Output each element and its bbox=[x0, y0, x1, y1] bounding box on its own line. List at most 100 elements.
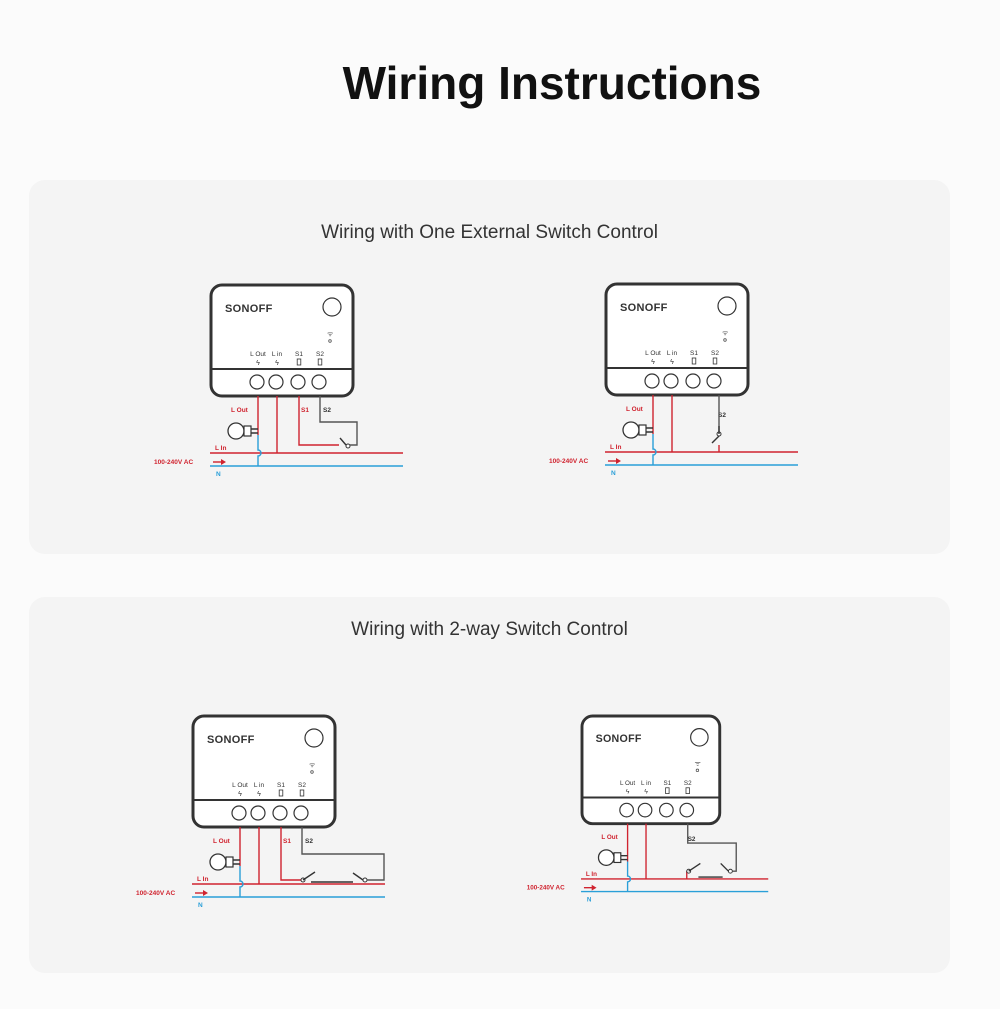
neutral-label: N bbox=[611, 470, 616, 477]
switch-terminal-icon bbox=[665, 787, 670, 794]
l-out-label: L Out bbox=[626, 406, 644, 413]
lightning-icon: ϟ bbox=[238, 791, 242, 798]
s2-label: S2 bbox=[305, 838, 313, 845]
terminal-screw bbox=[268, 374, 284, 390]
terminal-screw bbox=[250, 805, 266, 821]
terminal-label: L Out bbox=[232, 782, 248, 789]
terminal-label: S2 bbox=[711, 350, 719, 357]
lightning-icon: ϟ bbox=[256, 360, 260, 367]
switch-terminal-icon bbox=[317, 358, 323, 366]
bulb-socket bbox=[638, 424, 647, 436]
terminal-label: L Out bbox=[250, 351, 266, 358]
switch-contact bbox=[345, 443, 351, 449]
switch-blade bbox=[711, 435, 720, 444]
arrow-icon bbox=[616, 458, 621, 464]
section-heading: Wiring with 2-way Switch Control bbox=[351, 619, 628, 640]
neutral-wire bbox=[257, 435, 262, 466]
s1-wire bbox=[280, 827, 301, 881]
s1-wire bbox=[298, 396, 339, 446]
neutral-wire bbox=[239, 866, 244, 897]
switch-blade bbox=[302, 871, 316, 881]
led-indicator bbox=[723, 338, 727, 342]
arrow-icon bbox=[591, 884, 597, 891]
terminal-screw bbox=[290, 374, 306, 390]
live-label: L In bbox=[586, 871, 597, 878]
bulb-leads bbox=[251, 428, 258, 434]
terminal-label: S1 bbox=[277, 782, 285, 789]
l-out-label: L Out bbox=[601, 834, 618, 841]
brand-logo: SONOFF bbox=[207, 734, 255, 746]
switch-terminal-icon bbox=[299, 789, 305, 797]
terminal-label: L in bbox=[667, 350, 678, 357]
device-button bbox=[690, 728, 709, 747]
switch-blade bbox=[339, 437, 347, 446]
l-out-label: L Out bbox=[213, 838, 231, 845]
switch-terminal-icon bbox=[278, 789, 284, 797]
lightning-icon: ϟ bbox=[644, 789, 648, 796]
brand-logo: SONOFF bbox=[596, 733, 642, 745]
s1-label: S1 bbox=[301, 407, 309, 414]
terminal-screw bbox=[644, 373, 660, 389]
terminal-screw bbox=[679, 802, 695, 818]
bulb-icon bbox=[597, 849, 615, 867]
l-out-label: L Out bbox=[231, 407, 249, 414]
switch-terminal-icon bbox=[296, 358, 302, 366]
terminal-screw bbox=[249, 374, 265, 390]
switch-contact bbox=[727, 868, 733, 874]
bulb-socket bbox=[613, 852, 622, 864]
s2-label: S2 bbox=[688, 836, 696, 843]
switch-terminal-icon bbox=[712, 357, 718, 365]
led-indicator bbox=[695, 768, 700, 772]
lightning-icon: ϟ bbox=[626, 789, 630, 796]
switch-blade bbox=[352, 872, 364, 881]
switch-terminal-icon bbox=[691, 357, 697, 365]
neutral-wire bbox=[626, 861, 632, 892]
supply-label: 100-240V AC bbox=[549, 458, 588, 465]
bulb-leads bbox=[646, 427, 653, 433]
terminal-screw bbox=[231, 805, 247, 821]
s1-label: S1 bbox=[283, 838, 291, 845]
terminal-label: L in bbox=[254, 782, 265, 789]
bulb-socket bbox=[243, 425, 252, 437]
section-heading: Wiring with One External Switch Control bbox=[321, 222, 658, 243]
terminal-screw bbox=[659, 802, 674, 818]
switch-contact bbox=[362, 877, 368, 883]
terminal-label: S1 bbox=[664, 780, 672, 787]
terminal-screw bbox=[272, 805, 288, 821]
lightning-icon: ϟ bbox=[670, 359, 674, 366]
terminal-label: S2 bbox=[316, 351, 324, 358]
s2-label: S2 bbox=[323, 407, 331, 414]
section-two-way-switch: Wiring with 2-way Switch Control bbox=[29, 597, 950, 973]
brand-logo: SONOFF bbox=[225, 303, 273, 315]
section-one-switch: Wiring with One External Switch Control bbox=[29, 180, 950, 554]
terminal-label: L in bbox=[272, 351, 283, 358]
terminal-screw bbox=[293, 805, 309, 821]
s2-wire bbox=[319, 396, 358, 446]
terminal-label: S2 bbox=[684, 780, 692, 787]
switch-terminal-icon bbox=[685, 787, 690, 794]
wifi-icon: ᯤ bbox=[309, 762, 316, 769]
terminal-label: S1 bbox=[295, 351, 303, 358]
lightning-icon: ϟ bbox=[651, 359, 655, 366]
supply-label: 100-240V AC bbox=[527, 885, 565, 892]
s2-wire bbox=[687, 823, 737, 872]
bulb-leads bbox=[620, 855, 628, 861]
wifi-icon: ᯤ bbox=[695, 760, 702, 767]
bulb-socket bbox=[225, 856, 234, 868]
device-button bbox=[304, 728, 324, 748]
led-indicator bbox=[310, 770, 314, 774]
arrow-icon bbox=[221, 459, 226, 465]
terminal-screw bbox=[637, 802, 653, 818]
live-label: L In bbox=[197, 876, 208, 883]
terminal-label: S1 bbox=[690, 350, 698, 357]
brand-logo: SONOFF bbox=[620, 302, 668, 314]
neutral-label: N bbox=[216, 471, 221, 478]
bulb-icon bbox=[209, 853, 227, 871]
wifi-icon: ᯤ bbox=[722, 330, 729, 337]
supply-label: 100-240V AC bbox=[154, 459, 193, 466]
page-title: Wiring Instructions bbox=[342, 57, 762, 109]
